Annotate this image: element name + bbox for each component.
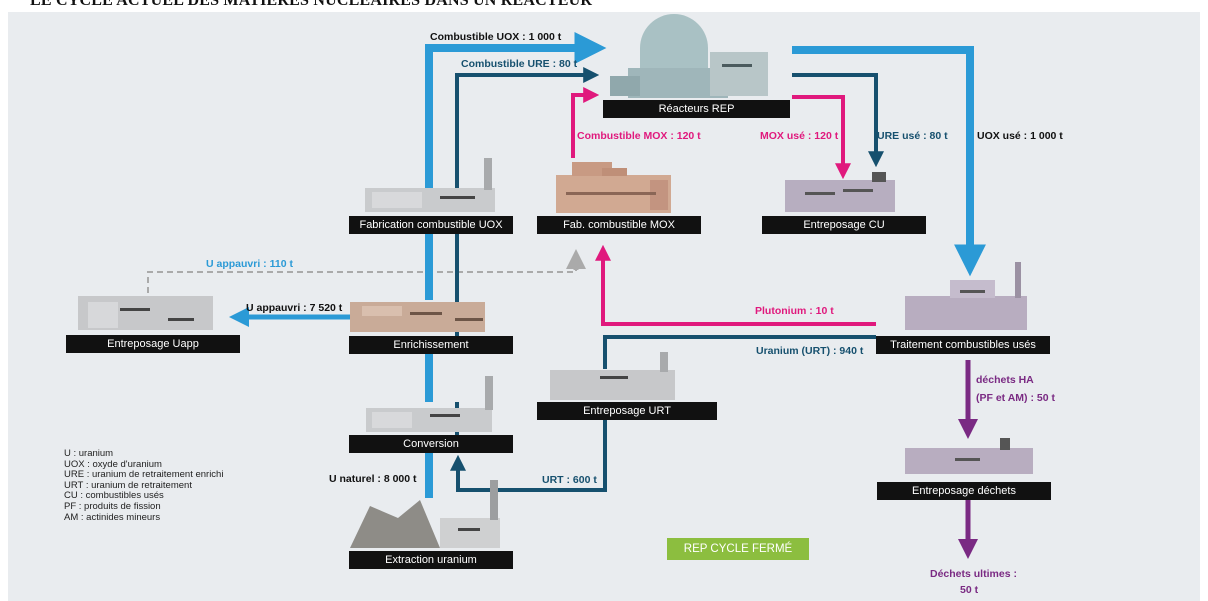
flow-label-uranium-urt: Uranium (URT) : 940 t <box>756 345 864 357</box>
facility-label-reactor: Réacteurs REP <box>603 100 790 118</box>
arrow-plutonium <box>595 244 876 326</box>
treatment-illustration <box>905 262 1027 330</box>
facility-label-treatment: Traitement combustibles usés <box>876 336 1050 354</box>
facility-label-storage-waste: Entreposage déchets <box>877 482 1051 500</box>
flow-label-fuel-ure: Combustible URE : 80 t <box>461 58 578 70</box>
fab-mox-illustration <box>556 162 671 213</box>
enrichment-illustration <box>350 302 485 332</box>
facility-label-fab-uox: Fabrication combustible UOX <box>349 216 513 234</box>
arrow-mox-used <box>792 95 851 180</box>
arrow-fuel-uox <box>425 32 607 188</box>
facility-label-storage-urt: Entreposage URT <box>537 402 717 420</box>
storage-uapp-illustration <box>78 296 213 330</box>
facility-label-storage-cu: Entreposage CU <box>762 216 926 234</box>
flow-label-u-naturel: U naturel : 8 000 t <box>329 473 417 485</box>
flow-label-fuel-uox: Combustible UOX : 1 000 t <box>430 31 562 43</box>
flow-label-fuel-mox: Combustible MOX : 120 t <box>577 130 701 142</box>
legend: U : uranium UOX : oxyde d'uranium URE : … <box>64 448 224 523</box>
storage-cu-illustration <box>785 172 895 212</box>
legend-item: AM : actinides mineurs <box>64 511 161 523</box>
storage-waste-illustration <box>905 438 1033 474</box>
legend-item: CU : combustibles usés <box>64 490 164 502</box>
legend-item: URE : uranium de retraitement enrichi <box>64 469 224 481</box>
legend-item: U : uranium <box>64 448 114 459</box>
arrow-uranium-urt <box>603 335 876 369</box>
flow-label-ultimate-waste-line1: Déchets ultimes : <box>930 568 1017 580</box>
arrow-ure-used <box>792 73 884 168</box>
legend-item: PF : produits de fission <box>64 500 161 512</box>
flow-label-uox-used: UOX usé : 1 000 t <box>977 130 1063 142</box>
storage-urt-illustration <box>550 352 675 400</box>
facility-label-conversion: Conversion <box>349 435 513 453</box>
arrow-fuel-ure <box>455 67 600 188</box>
flow-label-waste-ha-line2: (PF et AM) : 50 t <box>976 392 1055 404</box>
flow-label-urt-600: URT : 600 t <box>542 474 597 486</box>
facility-label-extraction: Extraction uranium <box>349 551 513 569</box>
flow-label-ultimate-waste-line2: 50 t <box>960 584 979 596</box>
diagram-title: LE CYCLE ACTUEL DES MATIÈRES NUCLÉAIRES … <box>30 0 593 9</box>
flow-label-ure-used: URE usé : 80 t <box>877 130 948 142</box>
cycle-badge: REP CYCLE FERMÉ <box>667 538 809 560</box>
arrow-uox-used <box>792 46 986 277</box>
facility-label-fab-mox: Fab. combustible MOX <box>537 216 701 234</box>
fab-uox-illustration <box>365 158 495 212</box>
legend-item: UOX : oxyde d'uranium <box>64 458 162 470</box>
extraction-illustration <box>350 480 500 548</box>
reactor-illustration <box>610 14 768 98</box>
flow-label-u-appauvri-7520: U appauvri : 7 520 t <box>246 302 343 314</box>
flow-label-u-appauvri-110: U appauvri : 110 t <box>206 258 293 270</box>
legend-item: URT : uranium de retraitement <box>64 479 192 491</box>
flow-label-plutonium: Plutonium : 10 t <box>755 305 834 317</box>
facility-label-storage-uapp: Entreposage Uapp <box>66 335 240 353</box>
facility-label-enrichment: Enrichissement <box>349 336 513 354</box>
conversion-illustration <box>366 376 493 432</box>
arrow-fuel-mox <box>571 87 600 158</box>
arrow-urt-600 <box>450 420 607 492</box>
flow-label-mox-used: MOX usé : 120 t <box>760 130 839 142</box>
flow-label-waste-ha-line1: déchets HA <box>976 374 1034 386</box>
